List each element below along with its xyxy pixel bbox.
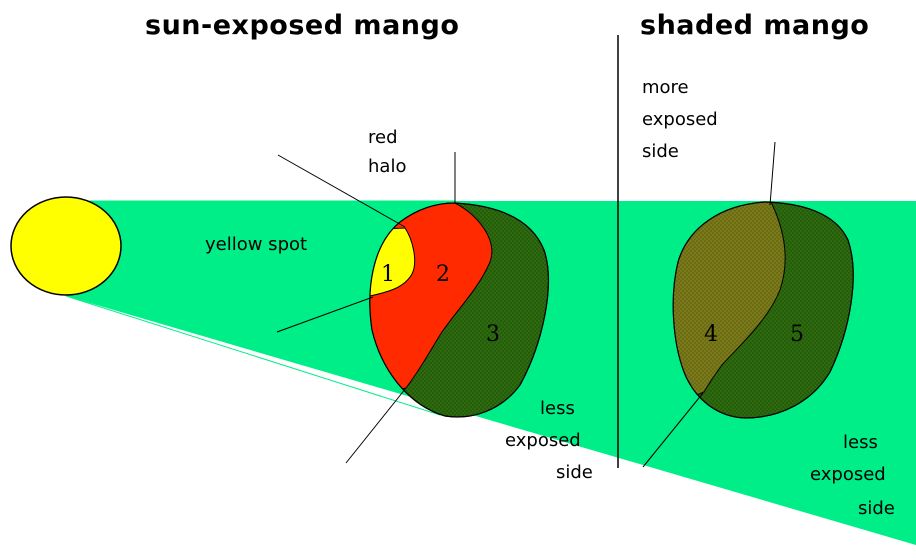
region-number-2: 2: [436, 262, 450, 287]
svg-text:less: less: [843, 432, 878, 453]
svg-text:side: side: [858, 498, 895, 519]
svg-text:less: less: [540, 398, 575, 419]
region-number-4: 4: [704, 322, 718, 347]
leader-halo-edge: [277, 154, 406, 228]
label-less-exposed-side-left: less exposed side: [505, 398, 593, 483]
svg-text:side: side: [642, 141, 679, 162]
leader-more-exposed: [769, 141, 776, 206]
svg-text:more: more: [642, 77, 689, 98]
sun-icon: [10, 196, 122, 296]
label-red-halo: red halo: [368, 127, 406, 177]
sun-exposed-mango: [369, 202, 549, 418]
leader-right-boundary: [642, 392, 704, 468]
region-number-5: 5: [790, 322, 804, 347]
label-less-exposed-side-right: less exposed side: [810, 432, 895, 519]
beam-edge-bottom: [65, 295, 441, 416]
leader-left-boundary: [345, 387, 407, 464]
svg-text:side: side: [556, 462, 593, 483]
title-shaded: shaded mango: [640, 10, 869, 41]
leader-yellow-spot: [276, 296, 374, 333]
shaded-mango: [672, 201, 854, 419]
region-number-3: 3: [486, 322, 500, 347]
label-yellow-spot: yellow spot: [205, 234, 307, 255]
svg-text:exposed: exposed: [810, 464, 886, 485]
title-sun-exposed: sun-exposed mango: [145, 10, 459, 41]
label-more-exposed-side: more exposed side: [642, 77, 718, 162]
svg-text:exposed: exposed: [505, 430, 581, 451]
svg-text:red: red: [368, 127, 398, 148]
region-number-1: 1: [381, 262, 395, 287]
region-4-olive: [673, 202, 786, 411]
svg-text:halo: halo: [368, 156, 406, 177]
svg-text:exposed: exposed: [642, 109, 718, 130]
